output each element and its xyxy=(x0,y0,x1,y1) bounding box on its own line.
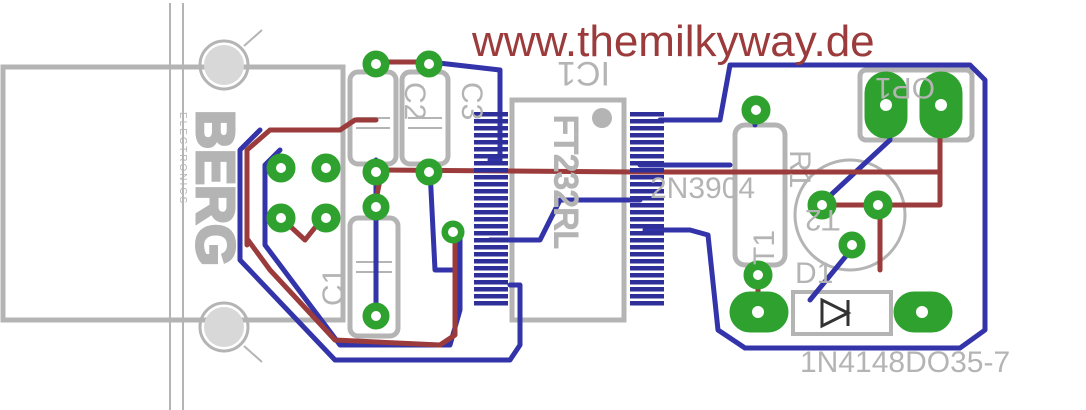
ic1-smd-pad xyxy=(630,245,664,250)
ic1-smd-pad xyxy=(630,231,664,236)
ic1-smd-pad xyxy=(630,161,664,166)
c2-ref: C2 xyxy=(398,82,431,120)
ic1-smd-pad xyxy=(630,301,664,306)
ic1-smd-pad xyxy=(474,210,508,215)
ic1-smd-pad xyxy=(474,112,508,117)
d1-value: 1N4148DO35-7 xyxy=(800,346,1010,379)
ic1-smd-pad xyxy=(474,301,508,306)
ic1-smd-pad xyxy=(630,210,664,215)
through-hole-pads xyxy=(266,50,963,333)
ic1-smd-pad xyxy=(630,259,664,264)
connector-brand: BERG xyxy=(185,110,245,266)
d1-ref: D1 xyxy=(795,257,833,290)
ic1-smd-pad xyxy=(474,217,508,222)
ic1-smd-pad xyxy=(630,196,664,201)
ic1-smd-pad xyxy=(630,287,664,292)
ic1-smd-pad xyxy=(474,168,508,173)
d1-body xyxy=(791,290,893,336)
ic1-smd-pad xyxy=(630,252,664,257)
ic1-smd-pad xyxy=(474,189,508,194)
ic1-smd-pad xyxy=(474,133,508,138)
ic1-smd-pad xyxy=(474,182,508,187)
ic1-smd-pad xyxy=(630,112,664,117)
ic1-smd-pad xyxy=(474,126,508,131)
ic1-smd-pad xyxy=(474,140,508,145)
ic1-outline xyxy=(509,97,627,323)
ic1-smd-pad xyxy=(630,273,664,278)
ic1-smd-pad xyxy=(474,161,508,166)
ic1-smd-pad xyxy=(474,154,508,159)
t1-outline xyxy=(793,158,907,272)
ic1-smd-pad xyxy=(630,217,664,222)
ic1-smd-pad xyxy=(474,266,508,271)
c1-ref: C1 xyxy=(317,268,350,306)
ic1-smd-pad xyxy=(630,294,664,299)
t1-ref: T1 xyxy=(748,230,781,265)
ic1-smd-pad xyxy=(474,259,508,264)
connector-subtitle: ELECTRONICS xyxy=(177,112,188,205)
t1-part-label: T2 xyxy=(805,203,840,236)
op1-ref: OP1 xyxy=(875,71,935,104)
mount-hole-top xyxy=(198,39,250,91)
ic1-smd-pad xyxy=(630,280,664,285)
ic1-smd-pad xyxy=(630,154,664,159)
ic1-smd-pad xyxy=(474,203,508,208)
ic1-smd-pad xyxy=(474,280,508,285)
ic1-smd-pad xyxy=(474,252,508,257)
ic1-smd-pad xyxy=(474,119,508,124)
ic1-smd-pad xyxy=(474,196,508,201)
ic1-smd-pad xyxy=(630,133,664,138)
ic1-smd-pad xyxy=(474,245,508,250)
ic1-smd-pad xyxy=(630,266,664,271)
ic1-pin1-marker xyxy=(592,108,612,128)
ic1-smd-pad xyxy=(630,182,664,187)
ic1-smd-pad xyxy=(630,203,664,208)
ic1-pads xyxy=(474,112,508,306)
ic1-pads-right xyxy=(630,112,664,306)
ic1-smd-pad xyxy=(474,147,508,152)
mount-hole-bottom xyxy=(198,301,250,353)
r1-ref: R1 xyxy=(783,150,816,188)
ic1-smd-pad xyxy=(474,294,508,299)
ic1-smd-pad xyxy=(630,175,664,180)
c3-ref: C3 xyxy=(455,82,488,120)
site-url: www.themilkyway.de xyxy=(471,17,875,66)
t1-value: 2N3904 xyxy=(650,172,755,205)
ic1-value: FT232RL xyxy=(548,115,584,248)
ic1-smd-pad xyxy=(630,238,664,243)
ic1-smd-pad xyxy=(630,189,664,194)
op1-outline xyxy=(857,67,975,143)
ic1-smd-pad xyxy=(474,238,508,243)
ic1-smd-pad xyxy=(474,231,508,236)
ic1-smd-pad xyxy=(474,175,508,180)
ic1-ref: IC1 xyxy=(557,54,610,92)
ic1-smd-pad xyxy=(630,147,664,152)
usb-connector xyxy=(0,3,346,410)
ic1-smd-pad xyxy=(474,287,508,292)
ic1-smd-pad xyxy=(630,140,664,145)
ic1-smd-pad xyxy=(630,119,664,124)
ic1-smd-pad xyxy=(474,273,508,278)
ic1-smd-pad xyxy=(474,224,508,229)
ic1-smd-pad xyxy=(630,224,664,229)
ic1-smd-pad xyxy=(630,126,664,131)
ic1-smd-pad xyxy=(630,168,664,173)
